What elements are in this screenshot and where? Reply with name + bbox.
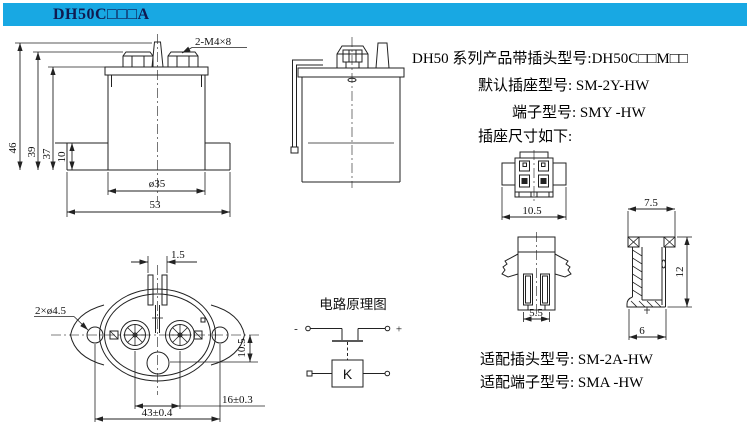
note-matching-plug: 适配插头型号: SM-2A-HW <box>480 352 653 368</box>
dim-section-bottom: 6 <box>628 309 667 340</box>
plug-body <box>501 236 572 311</box>
dim-stud-pitch: 16±0.3 <box>134 351 265 409</box>
relay-side-body <box>297 42 405 183</box>
dim-plug-width: 5.5 <box>523 307 550 322</box>
dim-46: 46 <box>7 42 152 170</box>
page-title: DH50C□□□A <box>53 6 150 23</box>
dim-39: 39 <box>26 51 123 170</box>
note-default-socket: 默认插座型号: SM-2Y-HW <box>478 78 650 94</box>
dim-label-holes: 2×ø4.5 <box>35 305 66 317</box>
note-terminal: 端子型号: SMY -HW <box>512 105 646 121</box>
dim-hole-pitch: 43±0.4 <box>94 344 221 422</box>
dim-label-dia35: ø35 <box>149 178 166 190</box>
note-series: DH50 系列产品带插头型号:DH50C□□M□□ <box>412 51 688 67</box>
bottom-bump <box>146 351 170 375</box>
dim-dia35: ø35 <box>107 172 206 195</box>
dim-offset: 10.5 <box>170 335 258 363</box>
relay-front-body <box>55 41 231 171</box>
note-socket-size: 插座尺寸如下: <box>478 129 573 145</box>
minus-label: - <box>294 323 298 335</box>
dim-label-section-bottom: 6 <box>639 325 645 337</box>
note-matching-terminal: 适配端子型号: SMA -HW <box>480 375 644 391</box>
coil-label: K <box>343 366 353 382</box>
dim-label-offset: 10.5 <box>236 338 248 358</box>
side-view-drawing <box>290 37 405 188</box>
dim-label-10: 10 <box>56 151 68 163</box>
dim-label-hole-pitch: 43±0.4 <box>142 407 173 419</box>
dim-label-stud-pitch: 16±0.3 <box>222 394 253 406</box>
stud-callout-label: 2-M4×8 <box>195 36 232 48</box>
dim-section-height: 12 <box>667 236 692 308</box>
circuit-title: 电路原理图 <box>319 297 387 312</box>
dim-label-39: 39 <box>26 146 38 158</box>
dim-socket-width: 10.5 <box>501 187 567 220</box>
dim-53: 53 <box>66 172 231 217</box>
stud-callout: 2-M4×8 <box>181 36 247 54</box>
dim-label-53: 53 <box>150 199 162 211</box>
section-view-drawing: 7.5 <box>626 197 692 340</box>
dim-label-46: 46 <box>7 142 19 154</box>
front-view-drawing: 46 39 37 10 ø35 53 2-M4×8 <box>7 34 247 217</box>
dim-label-socket-width: 10.5 <box>522 205 542 217</box>
blade-terminal <box>147 274 168 333</box>
socket-view-drawing: 10.5 <box>501 150 567 220</box>
dim-37: 37 <box>41 66 105 170</box>
dim-label-37: 37 <box>41 148 53 160</box>
dim-blade: 1.5 <box>131 249 197 273</box>
dim-label-section-top: 7.5 <box>644 197 658 209</box>
section-body <box>626 236 676 314</box>
socket-body <box>501 151 567 198</box>
plus-label: + <box>396 324 402 336</box>
coil-lead-bracket <box>290 59 323 154</box>
coil-symbol: K <box>306 342 391 388</box>
bottom-view-drawing: 1.5 2×ø4.5 10.5 16±0.3 43±0.4 <box>34 249 265 422</box>
dim-label-blade: 1.5 <box>171 249 185 261</box>
terminal-studs <box>109 317 206 350</box>
dim-label-plug-width: 5.5 <box>529 307 543 319</box>
bottom-centerlines <box>51 265 260 395</box>
mount-hole-callout: 2×ø4.5 <box>34 305 89 331</box>
dim-10: 10 <box>56 143 75 170</box>
dim-section-top: 7.5 <box>627 197 676 237</box>
title-banner: DH50C□□□A <box>3 3 747 26</box>
dim-label-section-height: 12 <box>674 267 686 278</box>
contact-symbol: - + <box>294 323 402 342</box>
circuit-diagram: 电路原理图 - + K <box>294 297 402 388</box>
bottom-outline <box>69 288 246 382</box>
plug-view-drawing: 5.5 <box>501 232 572 322</box>
